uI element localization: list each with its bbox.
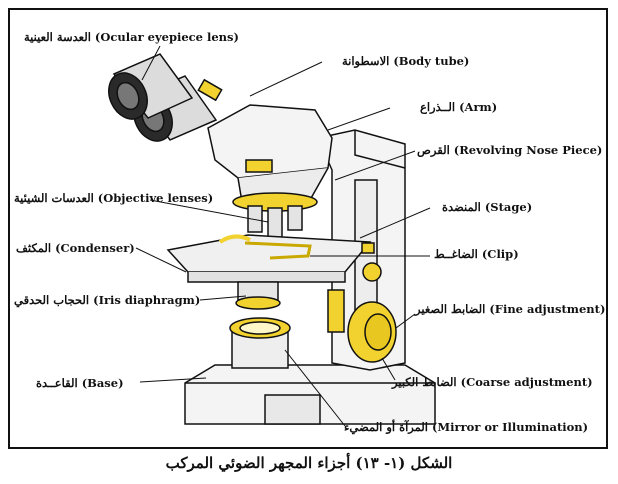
label-base: القاعــدة (Base) [36, 376, 124, 390]
leader-lines [135, 45, 431, 427]
illuminator [229, 317, 291, 369]
microscope-illustration [108, 45, 436, 427]
label-revolving-nose-piece: القرص (Revolving Nose Piece) [415, 143, 605, 157]
microscope-base [184, 364, 436, 425]
label-condenser: المكثف (Condenser) [16, 241, 135, 255]
label-fine-adjustment: الضابط الصغير (Fine adjustment) [415, 302, 606, 316]
label-ocular: العدسة العينية (Ocular eyepiece lens) [24, 30, 239, 44]
condenser-iris [235, 281, 281, 310]
body-tube [207, 104, 333, 203]
nosepiece-objectives [232, 192, 318, 239]
label-iris-diaphragm: الحجاب الحدقي (Iris diaphragm) [14, 293, 201, 307]
stage-assembly [166, 234, 375, 283]
label-arm: الــذراع (Arm) [420, 100, 498, 114]
label-body-tube: الاسطوانة (Body tube) [342, 54, 470, 68]
eyepiece-lenses [108, 53, 223, 142]
label-mirror-illumination: المرآة أو المضيء (Mirror or Illumination… [344, 420, 589, 434]
label-clip: الضاغــط (Clip) [434, 247, 519, 261]
diagram-frame: العدسة العينية (Ocular eyepiece lens) ال… [8, 8, 608, 449]
label-stage: المنضدة (Stage) [442, 200, 533, 214]
label-objective-lenses: العدسات الشيئية (Objective lenses) [14, 191, 214, 205]
figure-caption: الشكل (١- ١٣) أجزاء المجهر الضوئي المركب [165, 454, 453, 472]
focus-knobs [327, 262, 397, 363]
label-coarse-adjustment: الضابط الكبير (Coarse adjustment) [392, 375, 593, 389]
